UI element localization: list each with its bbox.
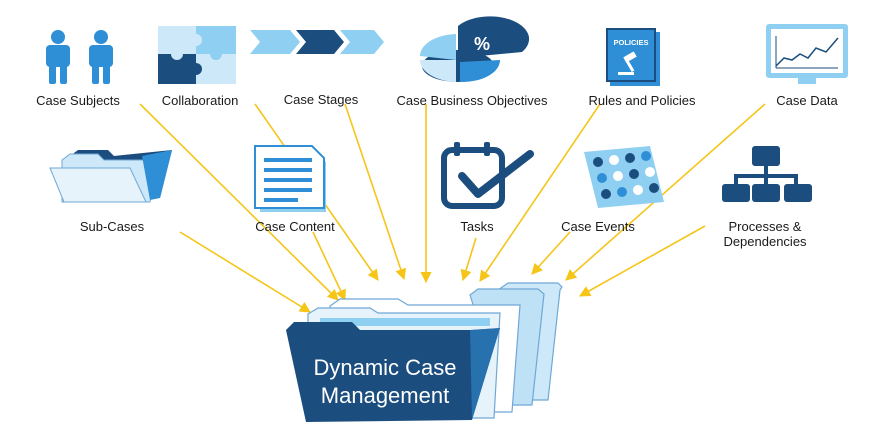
monitor-chart-icon [766, 24, 848, 84]
policies-text: POLICIES [613, 38, 648, 47]
arrow-sub-cases [179, 231, 311, 313]
calendar-check-icon [441, 142, 534, 209]
org-chart-icon [722, 146, 812, 202]
label-case-events: Case Events [561, 219, 635, 234]
puzzle-icon [158, 26, 236, 84]
folder-front-edge [470, 328, 500, 420]
dots-grid-icon [584, 146, 664, 208]
arrow-case-stages [344, 103, 407, 281]
arrow-tasks [460, 237, 477, 282]
arrow-case-subjects [139, 103, 339, 301]
label-tasks: Tasks [460, 219, 494, 234]
dynamic-case-management-title: Dynamic Case Management [290, 354, 480, 410]
policies-book-icon: POLICIES [606, 28, 660, 86]
folder-paper [320, 318, 490, 326]
arrow-rules-policies [479, 103, 601, 282]
label-processes-line2: Dependencies [723, 234, 807, 249]
label-rules-and-policies: Rules and Policies [588, 93, 696, 108]
label-processes-line1: Processes & [728, 219, 802, 234]
chevron-stages-icon [250, 30, 384, 54]
percent-symbol: % [474, 34, 490, 54]
label-collaboration: Collaboration [161, 93, 239, 108]
label-case-stages: Case Stages [283, 92, 359, 107]
arrow-case-data [565, 103, 766, 281]
arrow-case-content [312, 231, 346, 302]
label-sub-cases: Sub-Cases [79, 219, 145, 234]
folder-front [286, 322, 500, 422]
pie-percent-icon: % [419, 16, 530, 83]
folder-icon [49, 150, 172, 203]
label-case-data: Case Data [776, 93, 838, 108]
label-case-business-objectives: Case Business Objectives [396, 93, 548, 108]
dynamic-case-folder-stack [286, 282, 563, 422]
label-case-subjects: Case Subjects [36, 93, 120, 108]
label-case-content: Case Content [255, 219, 335, 234]
title-line2: Management [320, 383, 450, 408]
label-processes: Processes & Dependencies [723, 219, 806, 249]
arrows [139, 103, 766, 313]
arrow-processes [579, 225, 706, 297]
arrow-case-events [531, 231, 571, 275]
title-line1: Dynamic Case [313, 355, 457, 380]
document-icon [254, 145, 326, 212]
people-icon [46, 30, 113, 84]
